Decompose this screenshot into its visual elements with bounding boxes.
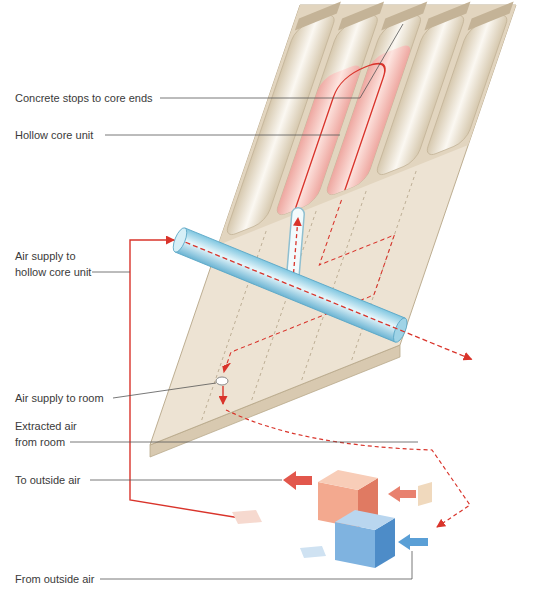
- concrete-stop: [295, 2, 341, 31]
- intake-cube-face: [335, 522, 375, 568]
- duct-air-arrow: [186, 242, 472, 359]
- leader-line: [90, 480, 282, 481]
- room-outlet: [216, 377, 228, 385]
- slab-underside: [150, 0, 550, 445]
- leader-line: [92, 272, 130, 273]
- concrete-stop: [381, 2, 427, 31]
- leader-line: [160, 24, 403, 98]
- intake-cube-face: [335, 510, 395, 530]
- leader-line: [113, 383, 216, 398]
- leader-line: [105, 135, 340, 136]
- callout-label: Concrete stops to core ends: [15, 90, 235, 106]
- duct-end: [391, 316, 410, 344]
- flow-arrow: [398, 534, 428, 550]
- room-supply-arrow: [222, 386, 223, 404]
- callout-label: Extracted air from room: [15, 418, 90, 450]
- leader-line: [70, 442, 418, 443]
- flow-arrow: [388, 486, 416, 502]
- callout-label: Air supply to room: [15, 390, 165, 406]
- callout-label: To outside air: [15, 472, 165, 488]
- concrete-stop: [424, 2, 470, 31]
- hollow-core: [424, 12, 510, 159]
- flow-panel: [232, 510, 262, 524]
- branch-air-arrow: [293, 218, 298, 280]
- concrete-stop: [468, 2, 514, 31]
- exhaust-cube-face: [318, 470, 378, 490]
- leader-line: [100, 551, 412, 579]
- callout-label: Air supply to hollow core unit: [15, 248, 105, 280]
- flow-panel: [418, 482, 432, 506]
- extract-air-line: [226, 410, 470, 527]
- slab-core-zone: [218, 0, 550, 245]
- flow-arrow: [283, 471, 312, 490]
- flow-panel: [300, 546, 326, 558]
- callout-label: Hollow core unit: [15, 127, 165, 143]
- core-air-path: [295, 57, 390, 210]
- concrete-stop: [338, 2, 384, 31]
- callout-label: From outside air: [15, 571, 165, 587]
- supply-air-line: [130, 240, 240, 518]
